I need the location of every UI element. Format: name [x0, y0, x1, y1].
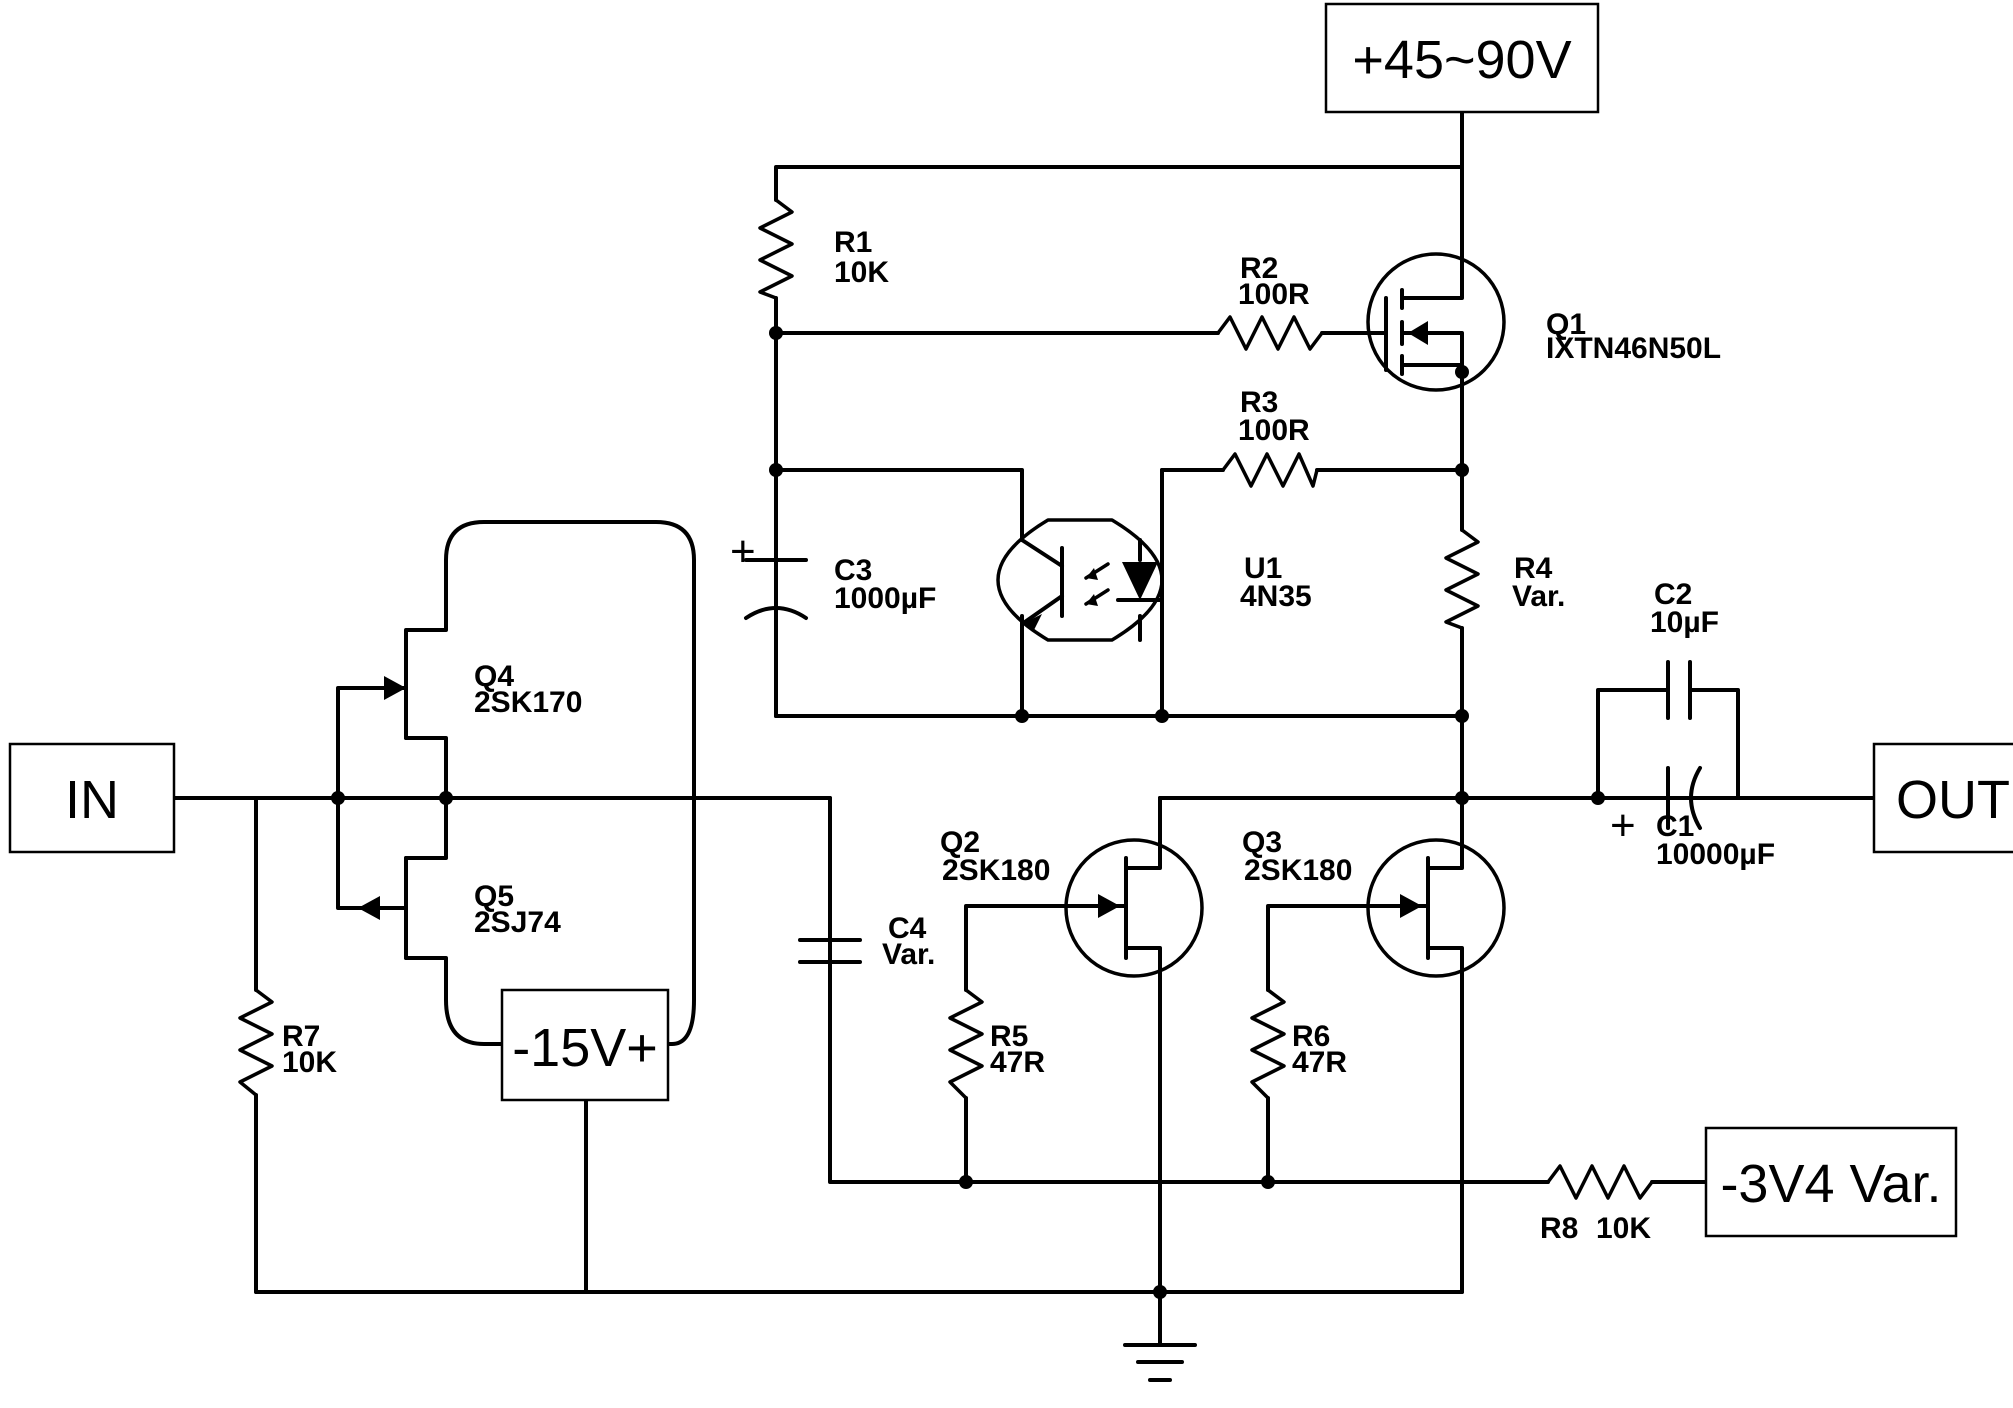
r2-ref: R2	[1240, 252, 1278, 285]
capacitor-c2	[1666, 660, 1712, 720]
bias-label: -15V+	[512, 1018, 658, 1078]
wires	[172, 110, 1882, 1347]
r4-ref: R4	[1514, 552, 1553, 585]
r3-ref: R3	[1240, 386, 1278, 419]
c1-plus-mark: +	[1610, 801, 1636, 850]
r5-value: 47R	[990, 1046, 1045, 1079]
q5-value: 2SJ74	[474, 906, 561, 939]
component-labels: R1 10K R2 100R R3 100R R4 Var. R5 47R R6…	[282, 226, 1775, 1245]
r5-ref: R5	[990, 1020, 1028, 1053]
resistor-r6	[1250, 988, 1286, 1100]
resistor-r3	[1221, 452, 1319, 488]
resistor-r1	[758, 198, 794, 300]
q4-value: 2SK170	[474, 686, 582, 719]
c1-ref: C1	[1656, 810, 1694, 843]
q4-ref: Q4	[474, 660, 514, 693]
u1-ref: U1	[1244, 552, 1282, 585]
supply-label: +45~90V	[1352, 30, 1571, 90]
resistor-r2	[1216, 315, 1324, 351]
junction-dots	[331, 326, 1605, 1299]
jfet-q4	[384, 638, 408, 740]
ground-symbol	[1123, 1343, 1197, 1382]
r1-value: 10K	[834, 256, 889, 289]
q5-ref: Q5	[474, 880, 514, 913]
c3-plus-mark: +	[730, 527, 756, 576]
mosfet-q1	[1360, 252, 1506, 392]
c2-value: 10µF	[1650, 606, 1719, 639]
optocoupler-u1	[996, 518, 1164, 718]
jfet-q3	[1362, 796, 1506, 978]
resistor-r5	[948, 988, 984, 1100]
q3-value: 2SK180	[1244, 854, 1352, 887]
jfet-q5	[358, 856, 408, 960]
c2-ref: C2	[1654, 578, 1692, 611]
neg-bias-label: -3V4 Var.	[1720, 1154, 1941, 1214]
r3-value: 100R	[1238, 414, 1310, 447]
r6-ref: R6	[1292, 1020, 1330, 1053]
q2-value: 2SK180	[942, 854, 1050, 887]
c4-value: Var.	[882, 938, 935, 971]
terminal-supply: +45~90V	[1324, 2, 1600, 114]
r4-value: Var.	[1512, 580, 1565, 613]
u1-value: 4N35	[1240, 580, 1312, 613]
r8-value: 10K	[1596, 1212, 1651, 1245]
c3-ref: C3	[834, 554, 872, 587]
q1-value: IXTN46N50L	[1546, 332, 1721, 365]
terminal-bias: -15V+	[500, 988, 670, 1102]
q2-ref: Q2	[940, 826, 980, 859]
capacitor-c1	[1596, 766, 1740, 830]
r1-ref: R1	[834, 226, 872, 259]
r2-value: 100R	[1238, 278, 1310, 311]
c3-value: 1000µF	[834, 582, 936, 615]
resistor-r7	[238, 988, 274, 1097]
capacitor-c4	[798, 796, 862, 1047]
jfet-q2	[1060, 796, 1204, 978]
terminal-neg-bias: -3V4 Var.	[1704, 1126, 1958, 1238]
c4-ref: C4	[888, 912, 927, 945]
resistor-r8	[1546, 1164, 1654, 1200]
capacitor-c3	[744, 558, 808, 620]
r6-value: 47R	[1292, 1046, 1347, 1079]
q3-ref: Q3	[1242, 826, 1282, 859]
r7-value: 10K	[282, 1046, 337, 1079]
r7-ref: R7	[282, 1020, 320, 1053]
terminal-output: OUT	[1872, 742, 2013, 854]
r8-ref: R8	[1540, 1212, 1578, 1245]
terminal-input: IN	[8, 742, 176, 854]
input-label: IN	[65, 770, 119, 830]
c1-value: 10000µF	[1656, 838, 1775, 871]
q1-ref: Q1	[1546, 308, 1586, 341]
output-label: OUT	[1896, 770, 2010, 830]
resistor-r4	[1444, 528, 1480, 630]
